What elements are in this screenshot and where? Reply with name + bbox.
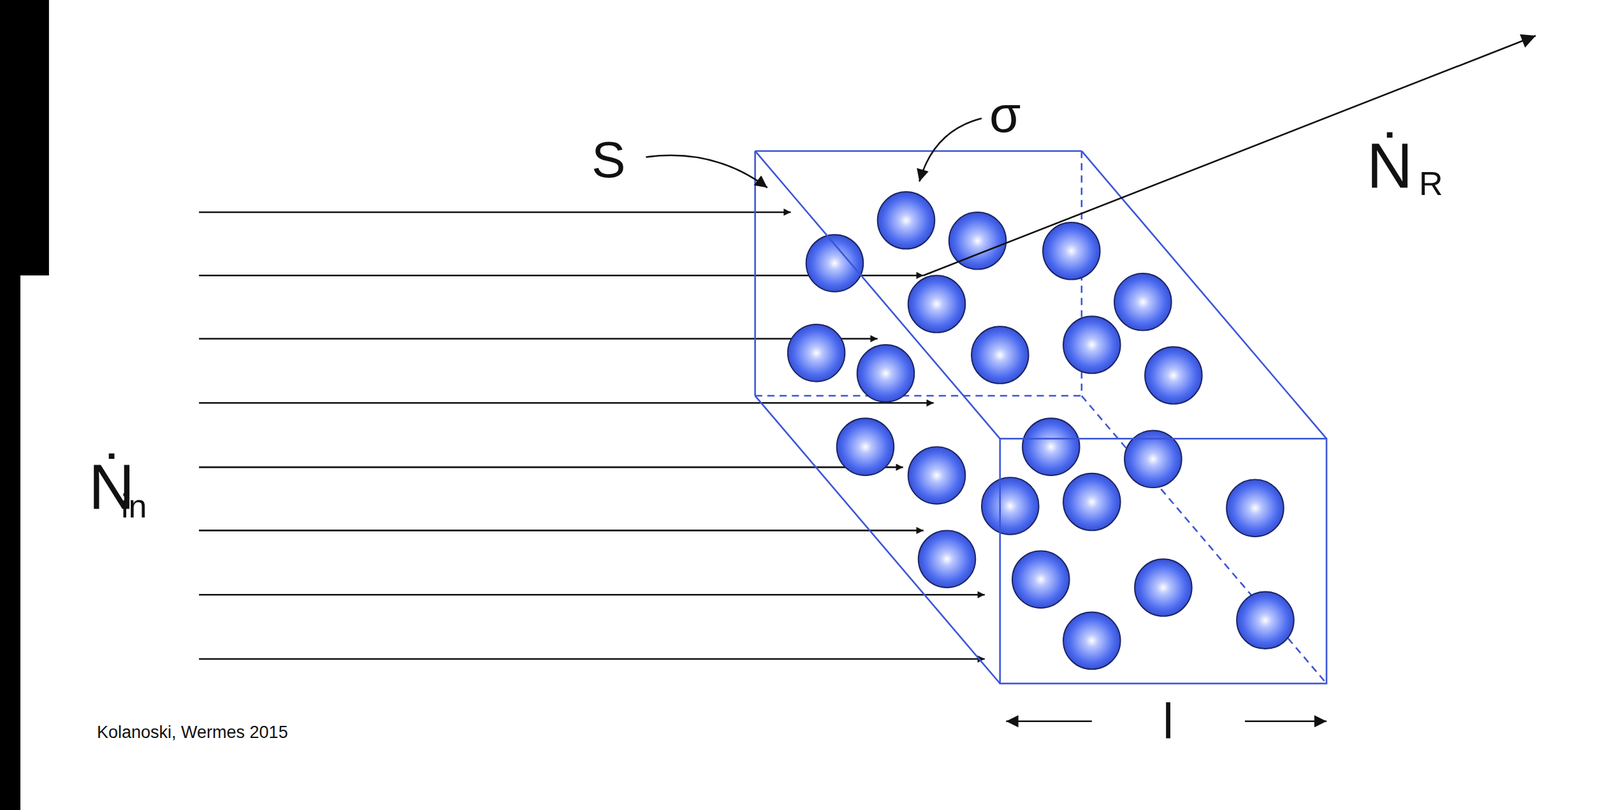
target-particle [1134, 559, 1193, 617]
target-particle [806, 234, 864, 292]
beam-arrow [198, 658, 985, 661]
beam-arrow [198, 211, 791, 214]
target-particle [1063, 316, 1121, 374]
dimension-arrow [1244, 720, 1327, 723]
dimension-arrow [1005, 720, 1092, 723]
target-volume [755, 151, 1327, 684]
beam-arrow [198, 466, 904, 469]
target-particle [949, 212, 1007, 270]
rate-symbol: Ṅ [1366, 133, 1413, 198]
rate-subscript: R [1418, 167, 1444, 201]
target-particle [1022, 418, 1080, 476]
source-credit: Kolanoski, Wermes 2015 [96, 724, 289, 742]
length-label: l [1162, 697, 1174, 747]
target-particle [1114, 273, 1172, 331]
target-particle [877, 191, 936, 250]
target-particle [1144, 346, 1203, 405]
target-particle [1236, 591, 1295, 649]
beam-arrow [198, 402, 934, 405]
target-particle [918, 530, 976, 588]
beam-arrow [198, 594, 985, 597]
target-particle [908, 446, 966, 505]
edge-bar [0, 0, 21, 810]
target-particle [1063, 611, 1121, 670]
target-particle [857, 344, 915, 403]
target-particle [971, 326, 1029, 384]
target-particle [1012, 550, 1070, 609]
target-particle [836, 418, 895, 476]
target-particle [1063, 473, 1121, 531]
beam-arrow [198, 337, 878, 340]
leader-arrow [919, 118, 982, 182]
target-particle [1226, 479, 1284, 537]
incoming-beam [198, 212, 985, 660]
surface-label: S [591, 134, 626, 186]
target-particle [908, 275, 966, 333]
hidden-edges [755, 151, 1327, 684]
target-particle [981, 477, 1040, 535]
target-particle [1042, 222, 1101, 280]
scattered-arrow [923, 35, 1536, 276]
rate-subscript: in [121, 489, 147, 523]
cross-section-label: σ [989, 89, 1021, 141]
target-particles [787, 191, 1295, 670]
beam-arrow [198, 529, 924, 532]
target-particle [787, 324, 846, 382]
leader-arrow [645, 155, 767, 189]
